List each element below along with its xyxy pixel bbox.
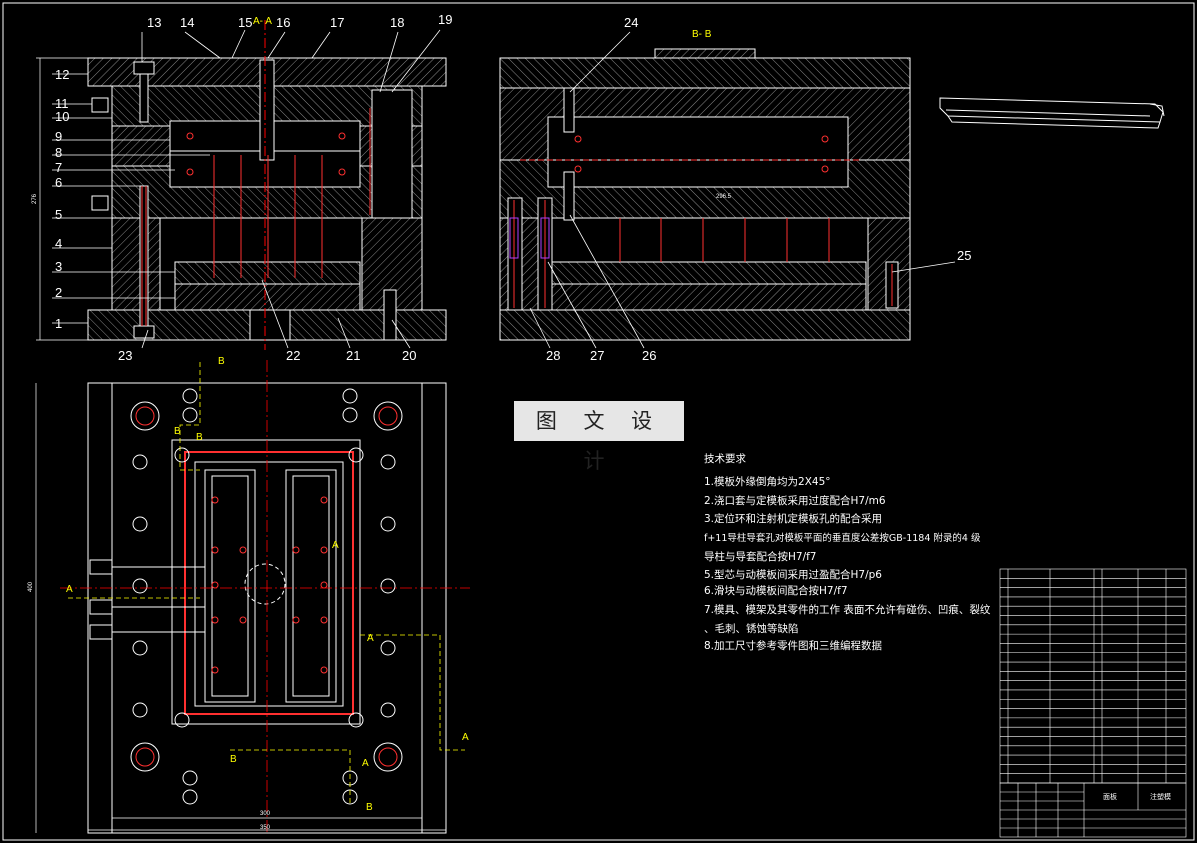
part-number: 5 <box>55 207 62 222</box>
part-number: 12 <box>55 67 69 82</box>
plan-section-cut-lines <box>68 362 465 805</box>
marker-b: B <box>366 802 373 813</box>
section-bb-label: B- B <box>692 29 712 40</box>
tech-req-item: 3.定位环和注射机定模板孔的配合采用 <box>704 512 882 525</box>
marker-a: A <box>367 633 374 644</box>
marker-b: B <box>196 432 203 443</box>
dim-outer-width: 350 <box>260 825 271 831</box>
part-number: 6 <box>55 175 62 190</box>
dim-slide-length: 296.5 <box>716 194 732 200</box>
part-number: 3 <box>55 259 62 274</box>
section-aa-label: A- A <box>253 16 272 27</box>
title-block <box>999 782 1187 838</box>
marker-a: A <box>462 732 469 743</box>
tech-req-item: 2.浇口套与定模板采用过度配合H7/m6 <box>704 494 886 507</box>
bom-outline <box>999 568 1187 784</box>
plan-centerlines <box>60 360 470 835</box>
dim-section-height: 276 <box>32 193 38 204</box>
marker-b: B <box>230 754 237 765</box>
plan-dimensions <box>35 383 446 833</box>
tech-req-title: 技术要求 <box>704 452 746 465</box>
part-number: 2 <box>55 285 62 300</box>
plan-guide-holes <box>130 388 403 805</box>
marker-a: A <box>362 758 369 769</box>
tech-req-item: 1.模板外缘倒角均为2X45° <box>704 475 831 488</box>
dim-inner-width: 300 <box>260 811 271 817</box>
part-number: 21 <box>346 348 360 363</box>
part-number: 1 <box>55 316 62 331</box>
title-block-name: 面板 <box>1103 792 1117 801</box>
plan-markers: A A A A A B B B B B <box>66 356 469 813</box>
part-number: 20 <box>402 348 416 363</box>
technical-requirements: 技术要求 1.模板外缘倒角均为2X45° 2.浇口套与定模板采用过度配合H7/m… <box>704 452 991 652</box>
part-number: 9 <box>55 129 62 144</box>
section-view-bb <box>499 48 911 341</box>
part-number: 18 <box>390 15 404 30</box>
section-aa-dimension <box>36 57 88 341</box>
marker-b: B <box>218 356 225 367</box>
part-number: 4 <box>55 236 62 251</box>
dim-plan-height: 400 <box>28 581 34 592</box>
part-number: 19 <box>438 12 452 27</box>
part-number: 27 <box>590 348 604 363</box>
bb-slider-outline <box>509 217 550 259</box>
watermark-banner: 图 文 设 计 <box>514 401 684 473</box>
part-number: 8 <box>55 145 62 160</box>
tech-req-item: 、毛刺、锈蚀等缺陷 <box>704 622 799 635</box>
part-number: 11 <box>55 96 69 111</box>
marker-b: B <box>174 426 181 437</box>
part-number: 28 <box>546 348 560 363</box>
part-number: 16 <box>276 15 290 30</box>
part-number: 15 <box>238 15 252 30</box>
tech-req-item: 导柱与导套配合按H7/f7 <box>704 550 817 563</box>
title-block-code: 注塑模 <box>1150 792 1171 801</box>
tech-req-item: 5.型芯与动模板间采用过盈配合H7/p6 <box>704 568 882 581</box>
part-number: 10 <box>55 109 69 124</box>
ejector-pins-aa <box>141 108 371 326</box>
part-number: 24 <box>624 15 638 30</box>
part-number: 14 <box>180 15 194 30</box>
marker-a: A <box>332 540 339 551</box>
section-aa-circles <box>186 132 346 176</box>
tech-req-item: 8.加工尺寸参考零件图和三维编程数据 <box>704 639 883 652</box>
tech-req-item: 7.模具、模架及其零件的工作 表面不允许有碰伤、凹痕、裂纹 <box>704 603 991 616</box>
tech-req-item: f+11导柱导套孔对模板平面的垂直度公差按GB-1184 附录的4 级 <box>704 532 981 544</box>
part-number: 17 <box>330 15 344 30</box>
plan-cavity-outline <box>184 451 354 715</box>
ejector-pins-bb <box>513 200 893 308</box>
leader-lines <box>52 29 956 349</box>
part-number: 25 <box>957 248 971 263</box>
marker-a: A <box>66 584 73 595</box>
bill-of-materials-table <box>999 568 1187 784</box>
part-number-balloons: 1 2 3 4 5 6 7 8 9 10 11 12 13 14 15 16 1… <box>55 12 971 363</box>
tech-req-item: 6.滑块与动模板间配合按H7/f7 <box>704 584 848 597</box>
part-number: 23 <box>118 348 132 363</box>
plan-water-fittings <box>89 559 205 640</box>
part-number: 13 <box>147 15 161 30</box>
section-bb-circles <box>574 135 829 173</box>
part-number: 22 <box>286 348 300 363</box>
plan-ejector-holes <box>211 496 328 674</box>
part-profile-view <box>939 97 1165 129</box>
part-number: 26 <box>642 348 656 363</box>
part-number: 7 <box>55 160 62 175</box>
